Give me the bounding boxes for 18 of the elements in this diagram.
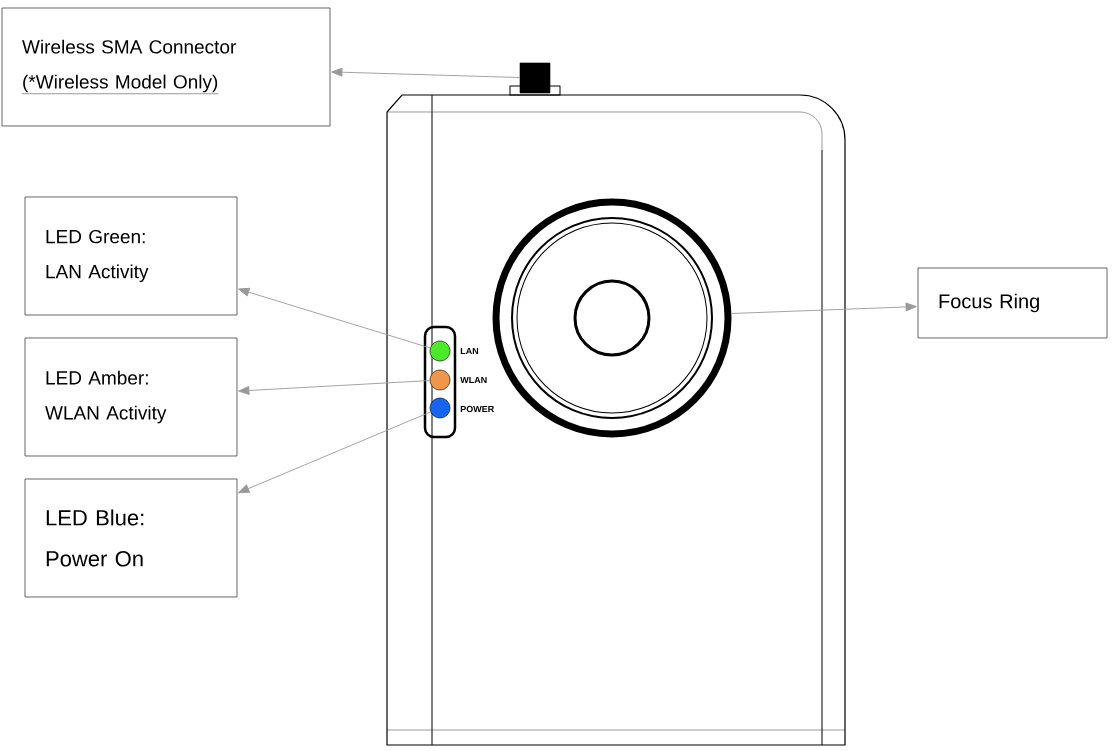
callout-box: Focus Ring [917,267,1108,339]
leader-line [238,287,431,349]
leader-line [331,67,521,78]
leader-line [238,380,431,395]
led-light [429,369,451,391]
leader-line [730,302,917,314]
led-label: LAN [460,347,479,355]
callout-box: Wireless SMA Connector (*Wireless Model Only) [1,7,331,127]
led-label: WLAN [460,376,487,384]
connector [519,62,551,94]
callout-box: LED Green: LAN Activity [24,196,238,316]
led-label: POWER [460,405,495,413]
led-light [429,340,451,362]
callout-box: LED Amber: WLAN Activity [24,337,238,457]
focus-ring [492,198,732,438]
leader-line [238,411,431,494]
led-light [429,397,451,419]
callout-box: LED Blue: Power On [24,478,238,598]
